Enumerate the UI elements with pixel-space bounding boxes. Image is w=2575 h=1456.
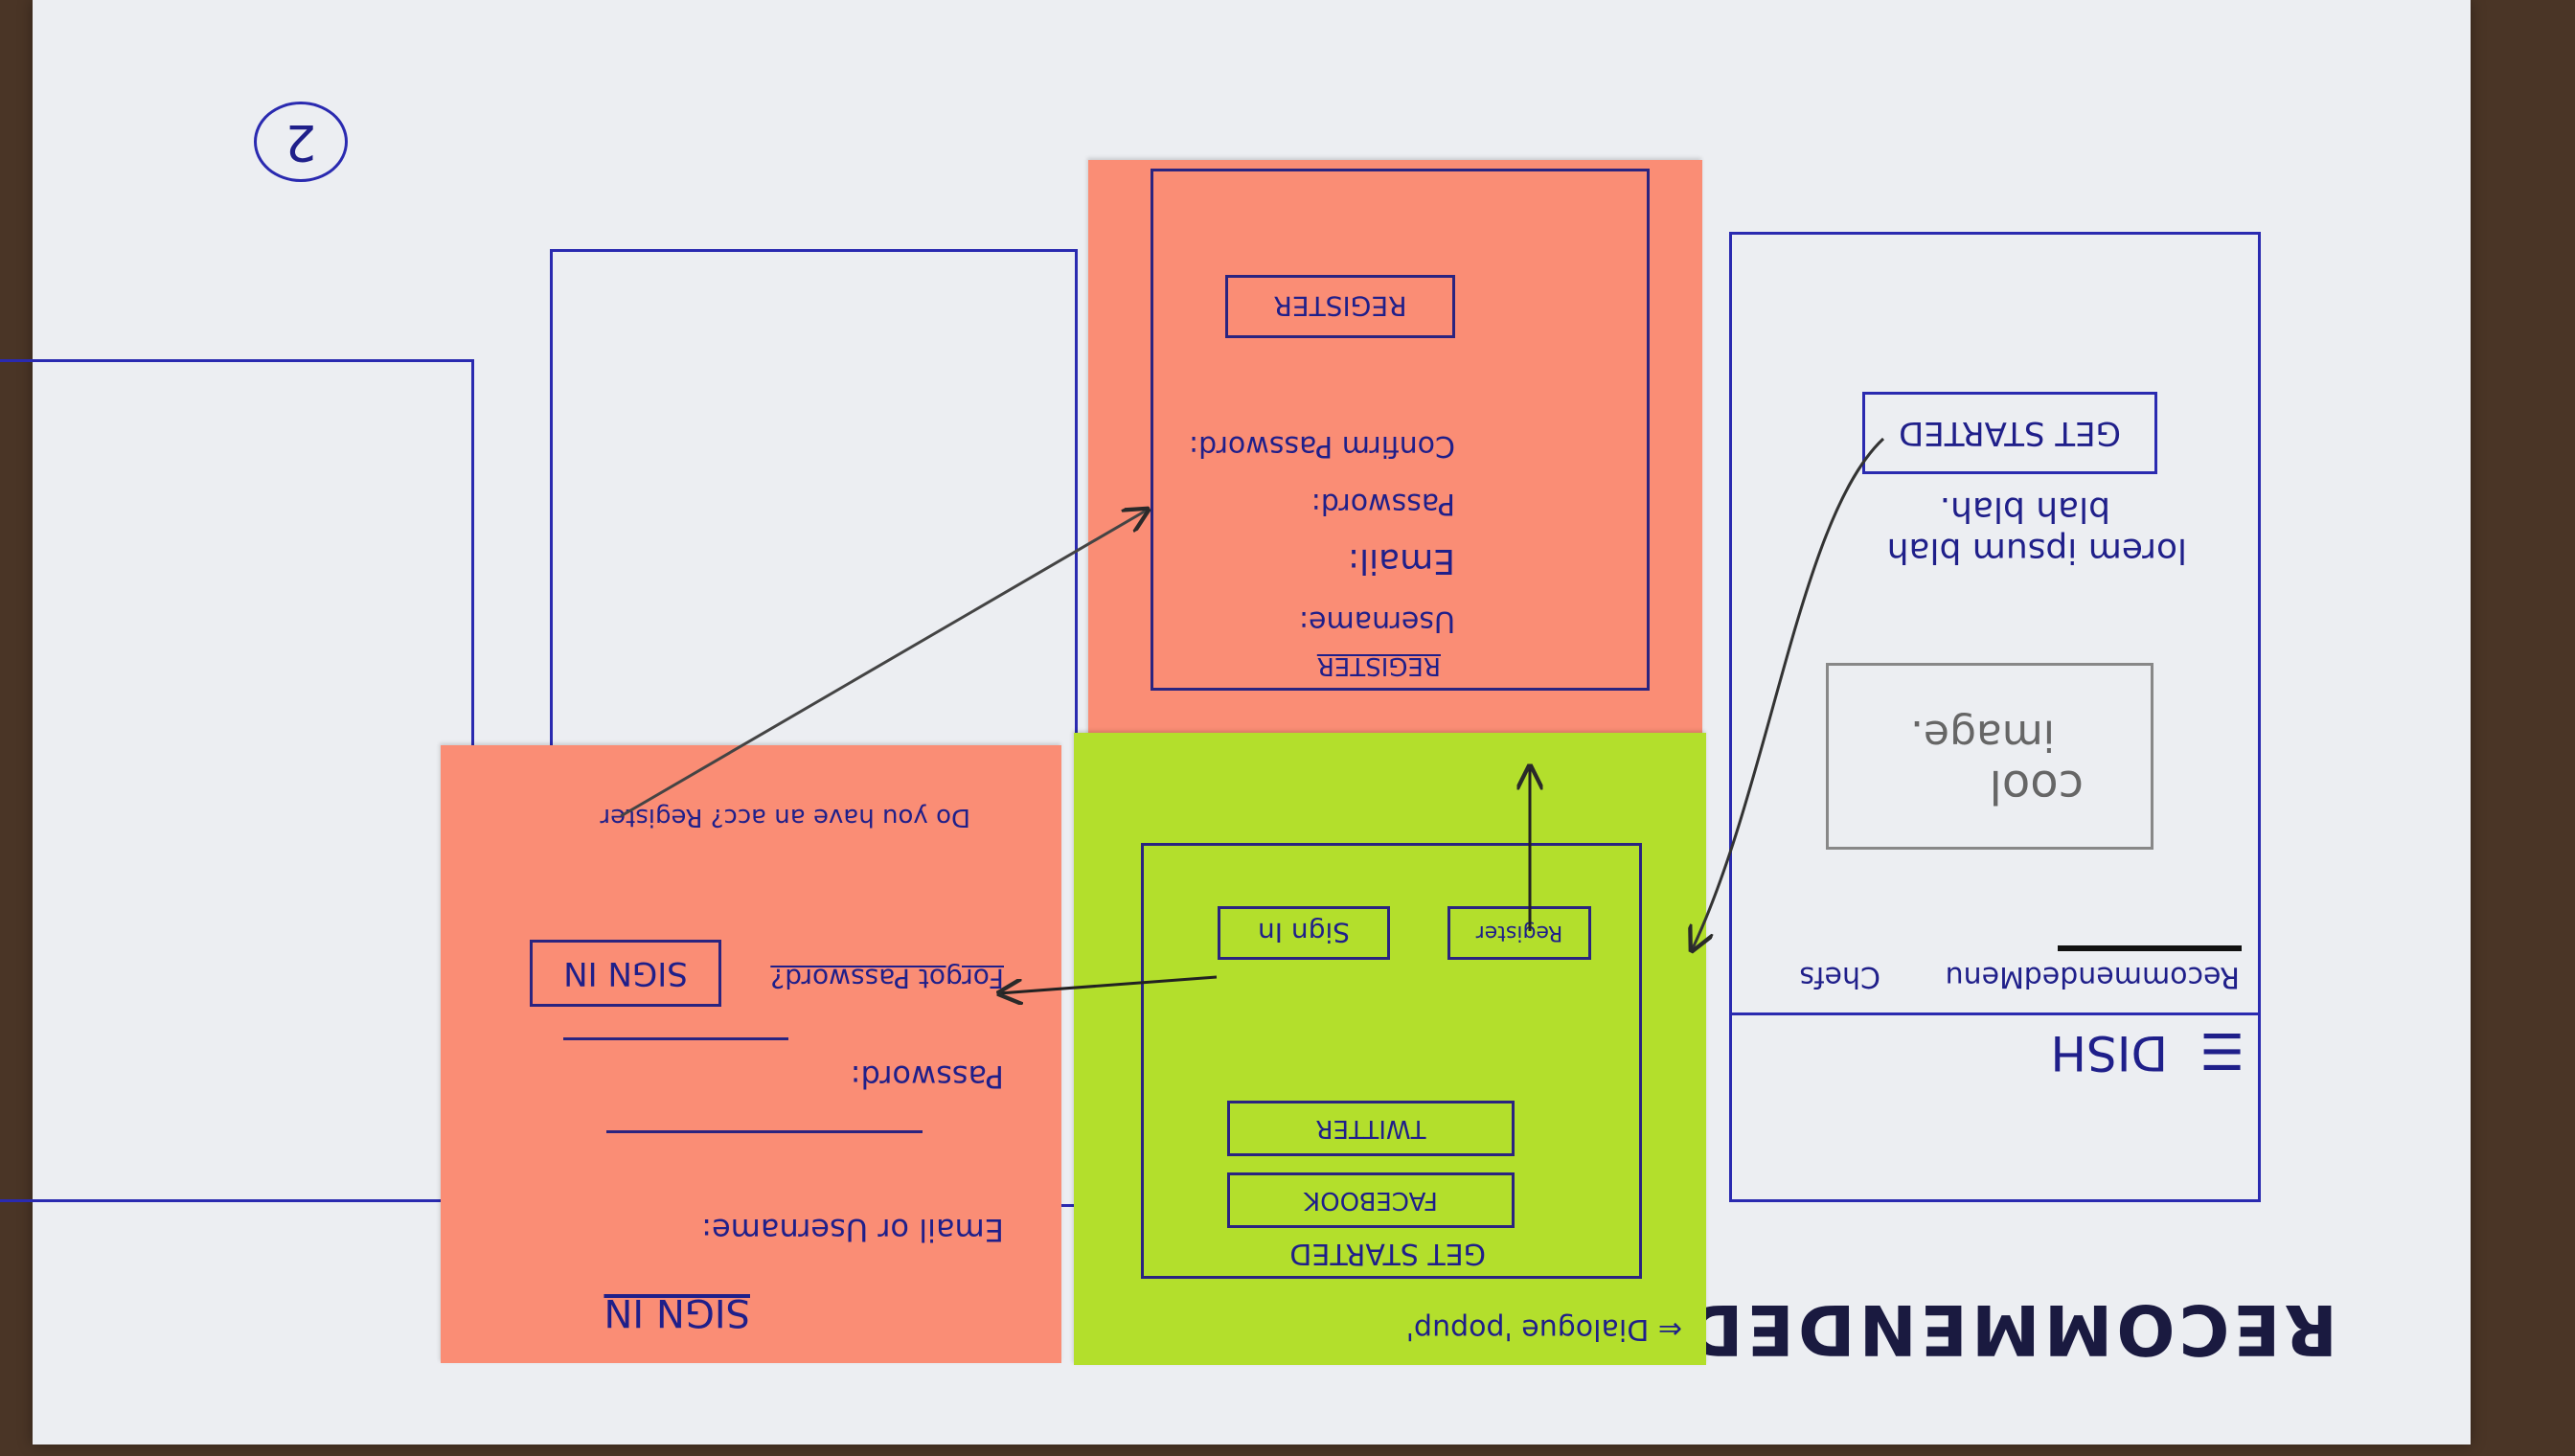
sign-in-to-sign-in-screen-arrow xyxy=(999,975,1218,993)
get-started-to-popup-arrow xyxy=(1692,437,1885,950)
register-link-to-register-screen-arrow xyxy=(620,510,1148,818)
